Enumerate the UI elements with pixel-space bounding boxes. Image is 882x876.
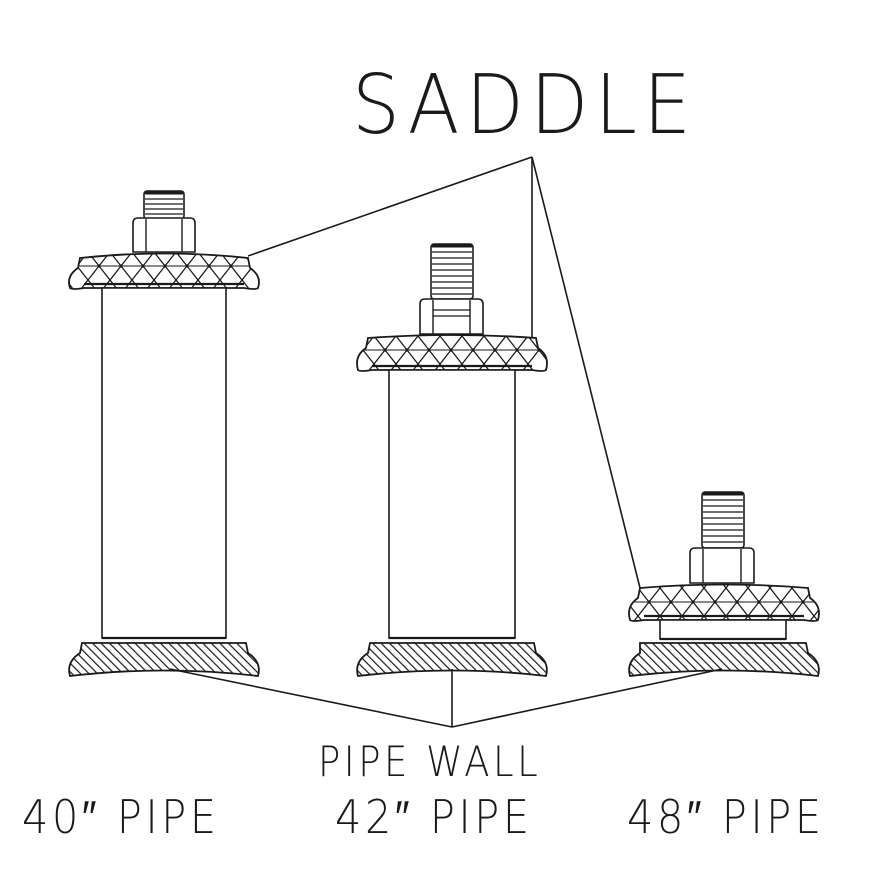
assembly-48-pipe bbox=[629, 492, 819, 676]
saddle-band bbox=[69, 254, 259, 290]
label-40-pipe: 40″ PIPE bbox=[22, 790, 220, 844]
pipe-wall-section bbox=[629, 643, 819, 676]
label-48-pipe: 48″ PIPE bbox=[627, 790, 825, 844]
pipe-wall-label: PIPE WALL bbox=[318, 737, 542, 786]
threaded-stud-icon bbox=[144, 191, 184, 219]
assembly-40-pipe bbox=[69, 191, 259, 676]
pipe-wall-leader-lines bbox=[170, 669, 722, 727]
hex-nut-icon bbox=[420, 299, 483, 334]
hex-nut-icon bbox=[690, 548, 754, 583]
pipe-body bbox=[660, 620, 786, 639]
pipe-body bbox=[389, 370, 515, 638]
pipe-wall-section bbox=[357, 643, 547, 676]
saddle-band bbox=[357, 335, 547, 371]
threaded-stud-icon bbox=[431, 244, 473, 299]
pipe-wall-section bbox=[69, 643, 259, 676]
threaded-stud-icon bbox=[702, 492, 744, 548]
pipe-body bbox=[102, 288, 226, 638]
saddle-band bbox=[629, 585, 819, 622]
saddle-leader-lines bbox=[248, 157, 640, 588]
label-42-pipe: 42″ PIPE bbox=[335, 790, 533, 844]
assembly-42-pipe bbox=[357, 244, 547, 676]
saddle-title: SADDLE bbox=[352, 58, 698, 153]
hex-nut-icon bbox=[133, 218, 195, 252]
